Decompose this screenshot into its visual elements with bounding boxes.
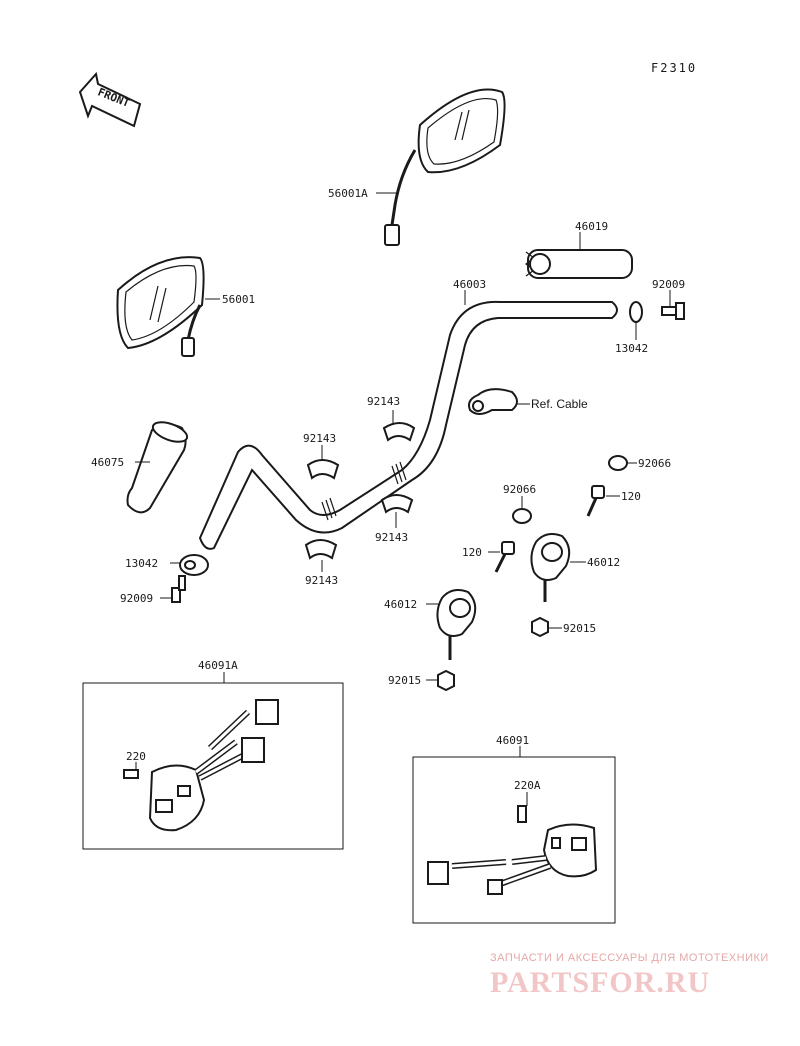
damper-mid-right[interactable] bbox=[380, 494, 414, 528]
nut-right[interactable] bbox=[531, 616, 562, 638]
front-arrow-icon: FRONT bbox=[78, 71, 142, 128]
label-46019: 46019 bbox=[575, 220, 608, 233]
label-92015-b: 92015 bbox=[388, 674, 421, 687]
cable-clamp[interactable] bbox=[468, 388, 530, 415]
label-92143-b: 92143 bbox=[303, 432, 336, 445]
holder-left[interactable] bbox=[426, 589, 477, 660]
label-ref-cable: Ref. Cable bbox=[531, 397, 588, 411]
grip-right[interactable] bbox=[525, 232, 633, 279]
label-120-b: 120 bbox=[462, 546, 482, 559]
label-220A: 220A bbox=[514, 779, 541, 792]
handlebar[interactable] bbox=[198, 290, 618, 550]
label-92009-left: 92009 bbox=[120, 592, 153, 605]
nut-left[interactable] bbox=[426, 669, 455, 692]
label-92143-a: 92143 bbox=[367, 395, 400, 408]
mirror-left[interactable] bbox=[116, 256, 220, 357]
watermark-logo: PARTSFOR.RU bbox=[490, 966, 711, 999]
bolt-left[interactable] bbox=[160, 575, 186, 603]
figure-code: F2310 bbox=[651, 61, 697, 75]
switch-left-box bbox=[82, 682, 344, 850]
label-220: 220 bbox=[126, 750, 146, 763]
damper-mid-left[interactable] bbox=[306, 445, 340, 480]
switch-left[interactable] bbox=[123, 699, 279, 832]
label-46012-b: 46012 bbox=[384, 598, 417, 611]
holder-right[interactable] bbox=[530, 533, 586, 602]
label-46091: 46091 bbox=[496, 734, 529, 747]
bolt-120-upper[interactable] bbox=[586, 485, 620, 517]
grip-left[interactable] bbox=[126, 418, 190, 514]
label-13042-left: 13042 bbox=[125, 557, 158, 570]
bolt-right[interactable] bbox=[661, 290, 685, 320]
label-46091A: 46091A bbox=[198, 659, 238, 672]
damper-lower[interactable] bbox=[304, 539, 338, 572]
label-46003: 46003 bbox=[453, 278, 486, 291]
damper-upper[interactable] bbox=[382, 410, 416, 442]
watermark-subtitle: ЗАПЧАСТИ И АКСЕССУАРЫ ДЛЯ МОТОТЕХНИКИ bbox=[490, 952, 769, 964]
cap-lower[interactable] bbox=[512, 496, 532, 524]
mirror-right[interactable] bbox=[376, 88, 506, 246]
bolt-120-lower[interactable] bbox=[488, 541, 515, 573]
label-56001: 56001 bbox=[222, 293, 255, 306]
switch-right-box bbox=[412, 756, 616, 924]
cap-upper[interactable] bbox=[608, 455, 637, 471]
bar-end-weight-left[interactable] bbox=[170, 554, 209, 576]
label-92143-d: 92143 bbox=[305, 574, 338, 587]
label-92066-a: 92066 bbox=[638, 457, 671, 470]
bar-end-weight-right[interactable] bbox=[629, 301, 643, 340]
switch-right[interactable] bbox=[427, 792, 598, 895]
label-120-a: 120 bbox=[621, 490, 641, 503]
label-13042-right: 13042 bbox=[615, 342, 648, 355]
label-56001A: 56001A bbox=[328, 187, 368, 200]
label-92143-c: 92143 bbox=[375, 531, 408, 544]
label-92066-b: 92066 bbox=[503, 483, 536, 496]
label-92009-right: 92009 bbox=[652, 278, 685, 291]
label-92015-a: 92015 bbox=[563, 622, 596, 635]
label-46075: 46075 bbox=[91, 456, 124, 469]
label-46012-a: 46012 bbox=[587, 556, 620, 569]
